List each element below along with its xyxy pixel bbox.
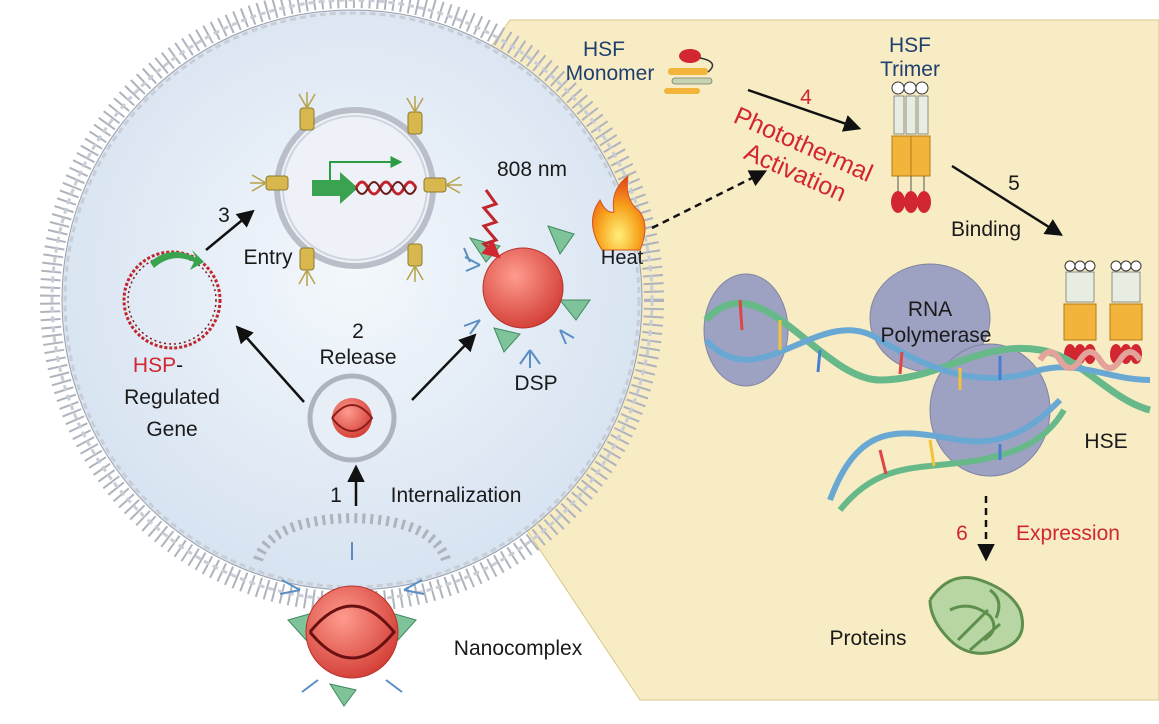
dsp-label: DSP <box>514 372 557 395</box>
hsp-dash: - <box>176 354 183 377</box>
release-label: Release <box>319 346 396 369</box>
proteins-label: Proteins <box>829 627 906 650</box>
nanocomplex-label: Nanocomplex <box>454 637 583 660</box>
step-4-number: 4 <box>800 86 812 109</box>
step-5-number: 5 <box>1008 172 1020 195</box>
hse-label: HSE <box>1084 430 1127 453</box>
process-arrows <box>205 88 1063 562</box>
regulated-label: Regulated <box>124 386 220 409</box>
gene-label: Gene <box>146 418 197 441</box>
plasmid-ring-icon <box>122 250 222 350</box>
hsf-trimer-label-line2: Trimer <box>880 58 940 81</box>
internalization-label: Internalization <box>391 484 522 507</box>
promoter-arrow-icon <box>312 172 358 204</box>
hsf-monomer-icon <box>664 49 714 94</box>
entry-label: Entry <box>243 246 293 269</box>
release-endosome <box>307 373 397 463</box>
expression-label: Expression <box>1016 522 1120 545</box>
step-3-number: 3 <box>218 204 230 227</box>
step-2-number: 2 <box>352 320 364 343</box>
heat-label: Heat <box>601 247 644 269</box>
rna-polymerase-label-line1: RNA <box>908 298 952 321</box>
transcription-arrow <box>329 156 403 180</box>
hsf-trimer-label-line1: HSF <box>889 34 931 57</box>
hsp-prefix: HSP <box>133 354 176 377</box>
hsf-trimer-icon <box>891 81 931 213</box>
laser-wavelength-label: 808 nm <box>497 158 567 181</box>
gene-helix <box>354 180 418 196</box>
endocytosis-membrane <box>253 512 451 562</box>
nanocomplex-particle <box>279 542 425 707</box>
nuclear-entry-vesicle <box>250 92 462 286</box>
dna-helix <box>703 299 1151 512</box>
hsp-regulated-label-line1: HSP- <box>133 354 183 377</box>
hsf-monomer-label-line2: Monomer <box>566 62 655 85</box>
step-6-number: 6 <box>956 522 968 545</box>
step-1-number: 1 <box>330 484 342 507</box>
labels: HSF Monomer HSF Trimer 4 Photothermal Ac… <box>124 34 1127 660</box>
protein-ribbon-icon <box>928 576 1024 655</box>
rna-polymerase-label-line2: Polymerase <box>881 324 992 347</box>
zigzag-light-icon <box>481 189 501 259</box>
binding-label: Binding <box>951 218 1021 241</box>
flame-icon <box>592 174 646 251</box>
hsf-monomer-label-line1: HSF <box>583 38 625 61</box>
